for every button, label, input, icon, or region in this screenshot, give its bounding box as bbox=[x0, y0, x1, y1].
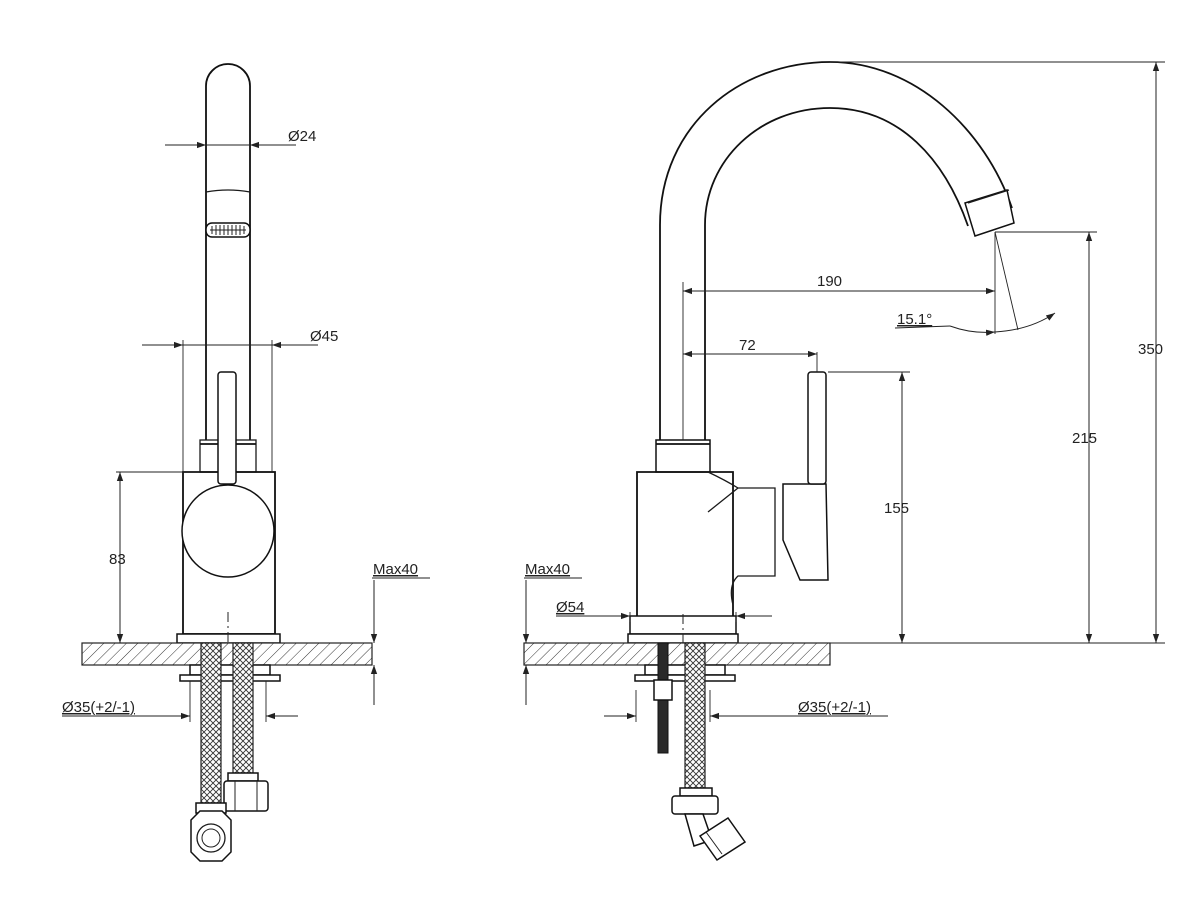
dim-max40-right: Max40 bbox=[522, 561, 582, 705]
dim-d24: Ø24 bbox=[165, 128, 316, 149]
dim-label-d45: Ø45 bbox=[310, 328, 338, 345]
dim-d35-right: Ø35(+2/-1) bbox=[604, 699, 888, 720]
side-view: 190 72 15.1° 155 215 350 bbox=[522, 61, 1165, 862]
front-spout bbox=[205, 63, 251, 440]
dim-label-angle: 15.1° bbox=[897, 311, 932, 328]
dim-label-h155: 155 bbox=[884, 500, 909, 517]
front-extension-lines bbox=[116, 340, 273, 722]
dim-d54: Ø54 bbox=[556, 599, 772, 620]
dim-h83: 83 bbox=[109, 472, 126, 643]
front-hoses bbox=[179, 642, 281, 862]
dim-label-d54: Ø54 bbox=[556, 599, 584, 616]
side-body bbox=[627, 371, 829, 662]
dim-label-max40-left: Max40 bbox=[373, 561, 418, 578]
dim-label-h215: 215 bbox=[1072, 430, 1097, 447]
side-spout bbox=[659, 61, 1015, 440]
dim-w72: 72 bbox=[683, 337, 817, 358]
dim-d45: Ø45 bbox=[142, 328, 338, 349]
side-countertop bbox=[523, 642, 831, 666]
dim-label-h83: 83 bbox=[109, 551, 126, 568]
front-body bbox=[176, 371, 281, 660]
dim-label-h350: 350 bbox=[1138, 341, 1163, 358]
dim-label-d35-left: Ø35(+2/-1) bbox=[62, 699, 135, 716]
dim-label-d24: Ø24 bbox=[288, 128, 316, 145]
dim-label-d35-right: Ø35(+2/-1) bbox=[798, 699, 871, 716]
front-countertop bbox=[81, 642, 373, 666]
dim-max40-left: Max40 bbox=[370, 561, 430, 705]
side-hoses bbox=[634, 642, 747, 862]
dim-h155: 155 bbox=[884, 372, 909, 643]
side-extension-lines bbox=[629, 61, 1165, 722]
dim-label-w72: 72 bbox=[739, 337, 756, 354]
dim-angle: 15.1° bbox=[894, 311, 1056, 336]
dim-label-max40-right: Max40 bbox=[525, 561, 570, 578]
front-view: Ø24 Ø45 83 Max40 Ø35(+2/-1) bbox=[62, 63, 430, 862]
dim-h215: 215 bbox=[1072, 232, 1097, 643]
dim-d35-left: Ø35(+2/-1) bbox=[62, 699, 298, 720]
dim-w190: 190 bbox=[683, 273, 995, 295]
dim-h350: 350 bbox=[1138, 62, 1163, 643]
dim-label-w190: 190 bbox=[817, 273, 842, 290]
